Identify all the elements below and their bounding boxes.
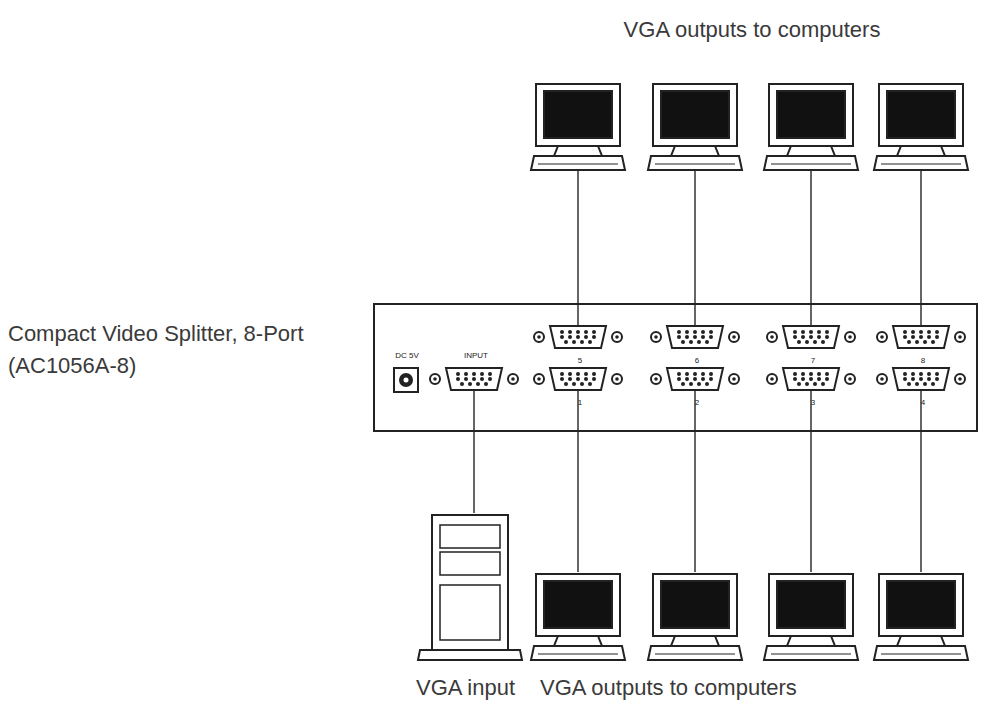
caption-label: VGA outputs to computers <box>540 672 985 704</box>
monitors <box>531 84 968 660</box>
port-number: 7 <box>811 357 815 365</box>
caption-label: VGA input <box>416 672 536 704</box>
port-number: 3 <box>811 399 815 407</box>
port-number: 4 <box>921 399 925 407</box>
port-label: INPUT <box>464 352 488 360</box>
caption-label: Compact Video Splitter, 8-Port (AC1056A-… <box>8 318 358 382</box>
dc-power-jack <box>394 368 418 392</box>
splitter-box: DC 5V INPUT 5 6 7 8 1 2 3 4 <box>373 303 978 432</box>
port-number: 2 <box>695 399 699 407</box>
port-number: 1 <box>578 399 582 407</box>
port-label: DC 5V <box>395 352 419 360</box>
vga-ports <box>430 326 965 390</box>
computer-tower <box>418 515 522 660</box>
vga-cables <box>474 170 921 572</box>
port-number: 6 <box>695 357 699 365</box>
port-number: 8 <box>921 357 925 365</box>
port-number: 5 <box>578 357 582 365</box>
caption-label: VGA outputs to computers <box>624 14 881 46</box>
